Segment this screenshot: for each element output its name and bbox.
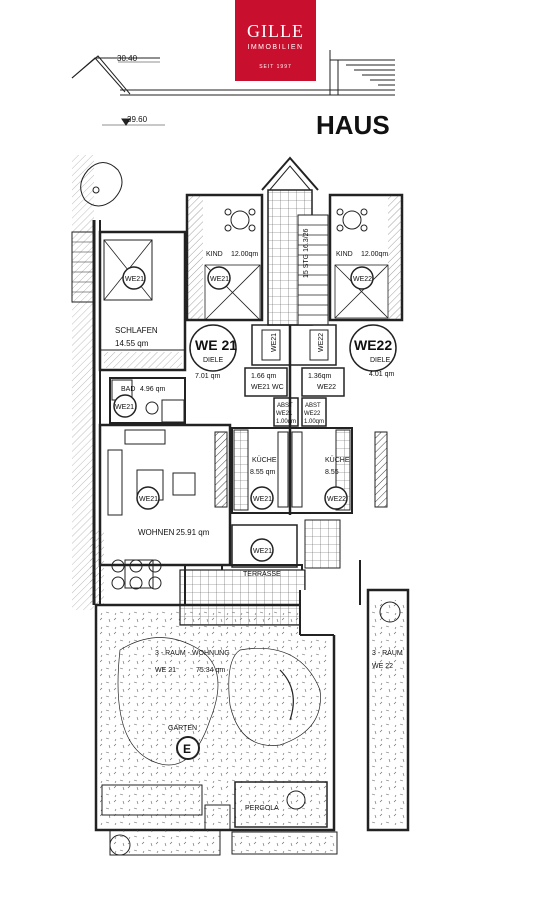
we22-kueche-area: 8.55 (325, 469, 339, 476)
company-logo: GILLE IMMOBILIEN SEIT 1997 (235, 0, 316, 81)
we22-abst-label: ABST (305, 403, 321, 409)
stair-label: 15 STG 16.3/26 (303, 228, 310, 278)
we21-pergola-label: PERGOLA (245, 805, 279, 812)
we21-schlafen-label: SCHLAFEN (115, 326, 158, 335)
we21-wc-area: 1.66 qm (251, 373, 276, 380)
we21-kueche-label: KÜCHE (252, 456, 277, 464)
we22-vertical-unit-a: WE21 (271, 333, 278, 352)
we22-kind-unit: WE22 (353, 276, 372, 283)
we21-abst-unit: WE21 (276, 411, 293, 417)
we22-abst-unit: WE22 (304, 411, 321, 417)
we21-bad-area: 4.96 qm (140, 386, 165, 393)
we21-kind-area: 12.00qm (231, 251, 258, 258)
we21-diele-label: DIELE (203, 357, 224, 364)
we21-kueche-area: 8.55 qm (250, 469, 275, 476)
we21-garten-mark: E (183, 742, 191, 756)
logo-subtitle: IMMOBILIEN (247, 44, 304, 51)
we22-kind-area: 12.00qm (361, 251, 388, 258)
we21-garten-label: GARTEN (168, 725, 197, 732)
we21-schlafen-unit: WE21 (125, 276, 144, 283)
we21-abst-label: ABST (277, 403, 293, 409)
building-label: HAUS (316, 110, 390, 140)
we21-diele-area: 7.01 qm (195, 373, 220, 380)
we21-schlafen-area: 14.55 qm (115, 339, 149, 348)
we22-kueche-unit: WE22 (327, 496, 346, 503)
we21-kind-label: KIND (206, 251, 223, 258)
we21-terrasse-unit: WE21 (253, 548, 272, 555)
we21-wohnen-unit: WE21 (139, 496, 158, 503)
level-top: 30.40 (117, 54, 138, 63)
we21-kind-unit: WE21 (210, 276, 229, 283)
we21-wc-label: WE21 WC (251, 384, 284, 391)
we22-kueche-label: KÜCHE (325, 456, 350, 464)
we22-diele-unit: WE22 (354, 337, 392, 353)
we21-summary-title: 3 - RAUM - WOHNUNG (155, 650, 230, 657)
we21-summary-area: 75.34 qm (196, 667, 225, 674)
we22-vertical-unit-b: WE22 (318, 333, 325, 352)
we22-abst-area: 1.00qm (304, 419, 324, 425)
we22-kind-label: KIND (336, 251, 353, 258)
we22-summary-unit: WE 22 (372, 663, 393, 670)
we22-diele-label: DIELE (370, 357, 391, 364)
we21-terrasse-label: TERRASSE (243, 571, 281, 578)
logo-since: SEIT 1997 (259, 64, 292, 70)
we22-wc-area: 1.36qm (308, 373, 332, 380)
we21-abst-area: 1.00qm (276, 419, 296, 425)
we21-wohnen-label: WOHNEN (138, 528, 175, 537)
we22-diele-area: 4.01 qm (369, 371, 394, 378)
we21-wohnen-area: 25.91 qm (176, 528, 210, 537)
logo-name: GILLE (247, 21, 304, 41)
we21-bad-unit: WE21 (115, 404, 134, 411)
we22-wc-label: WE22 (317, 384, 336, 391)
we21-kueche-unit: WE21 (253, 496, 272, 503)
we21-bad-label: BAD (121, 386, 135, 393)
we21-summary-unit: WE 21 (155, 667, 176, 674)
level-marker: 39.60 (127, 115, 148, 124)
we21-diele-unit: WE 21 (195, 337, 237, 353)
we22-summary-title: 3 - RAUM (372, 650, 403, 657)
